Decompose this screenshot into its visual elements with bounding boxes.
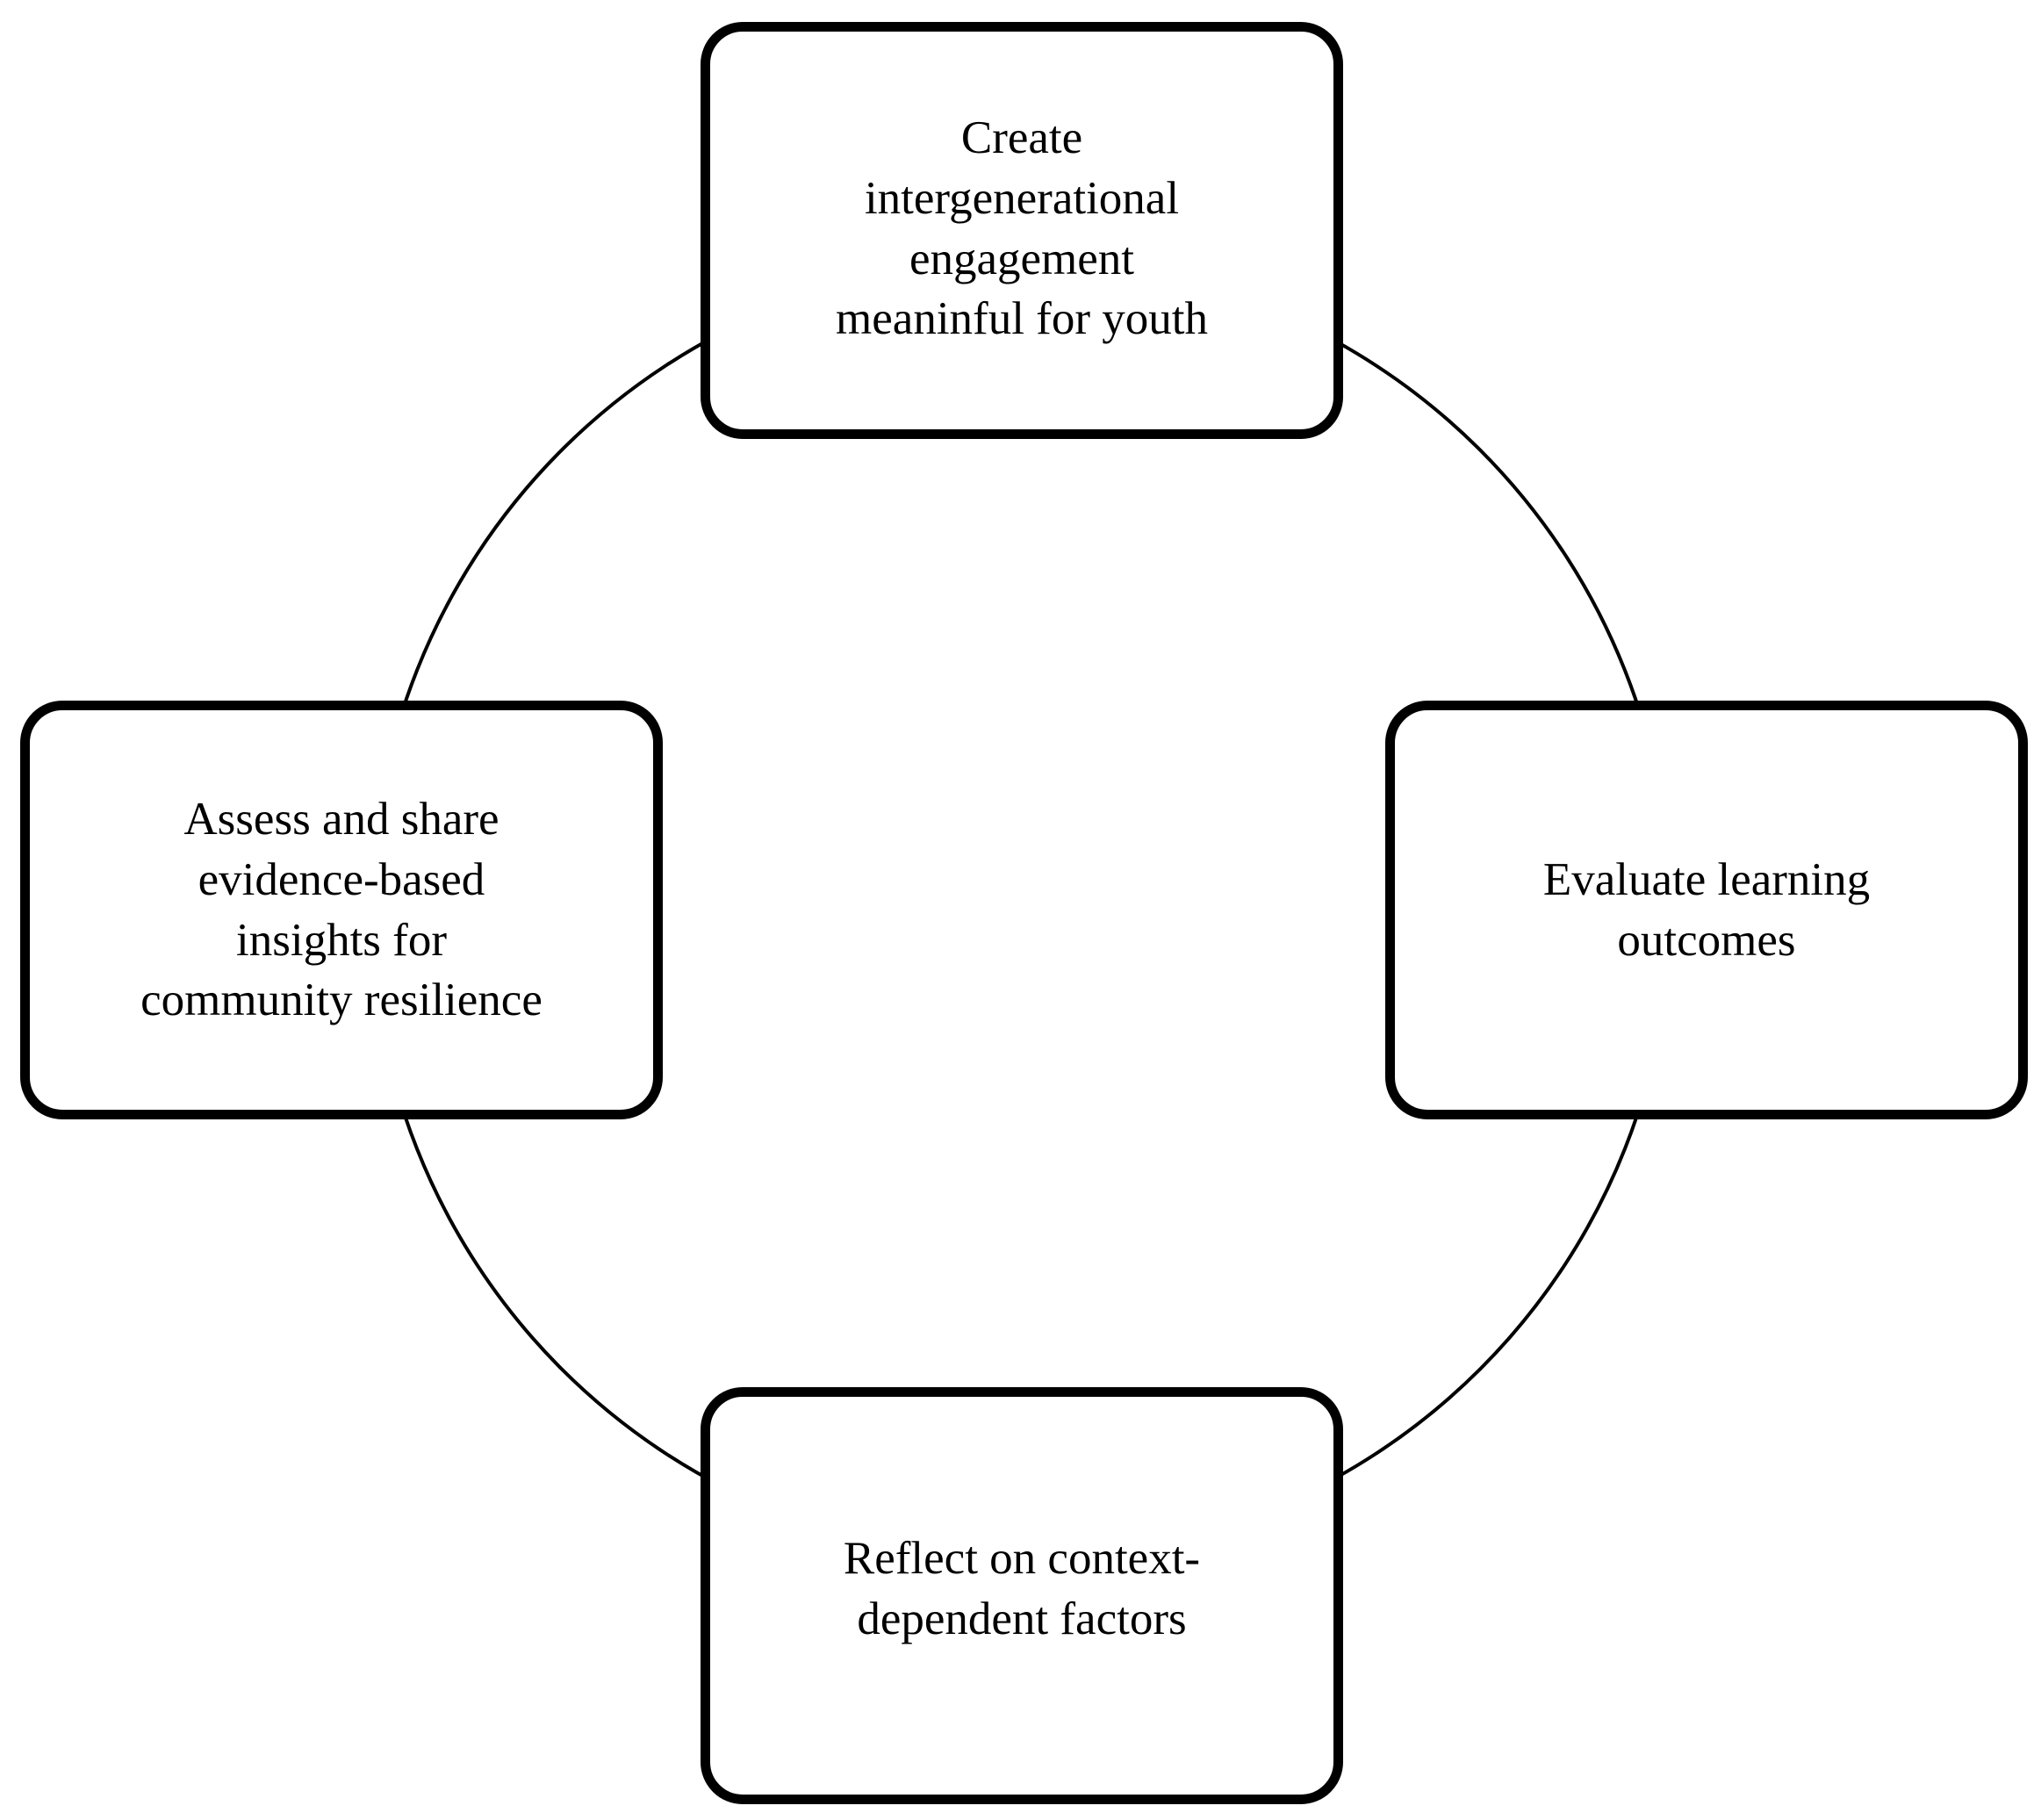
cycle-node-reflect-factors-label: Reflect on context- dependent factors: [843, 1532, 1201, 1644]
cycle-node-assess-share-insights-label: Assess and share evidence-based insights…: [140, 793, 543, 1026]
cycle-node-assess-share-insights[interactable]: Assess and share evidence-based insights…: [20, 701, 663, 1119]
cycle-node-create-engagement[interactable]: Create intergenerational engagement mean…: [701, 22, 1343, 439]
cycle-node-create-engagement-label: Create intergenerational engagement mean…: [836, 112, 1208, 345]
cycle-node-reflect-factors[interactable]: Reflect on context- dependent factors: [701, 1387, 1343, 1804]
cycle-node-evaluate-outcomes[interactable]: Evaluate learning outcomes: [1385, 701, 2028, 1119]
cycle-node-evaluate-outcomes-label: Evaluate learning outcomes: [1542, 853, 1871, 966]
